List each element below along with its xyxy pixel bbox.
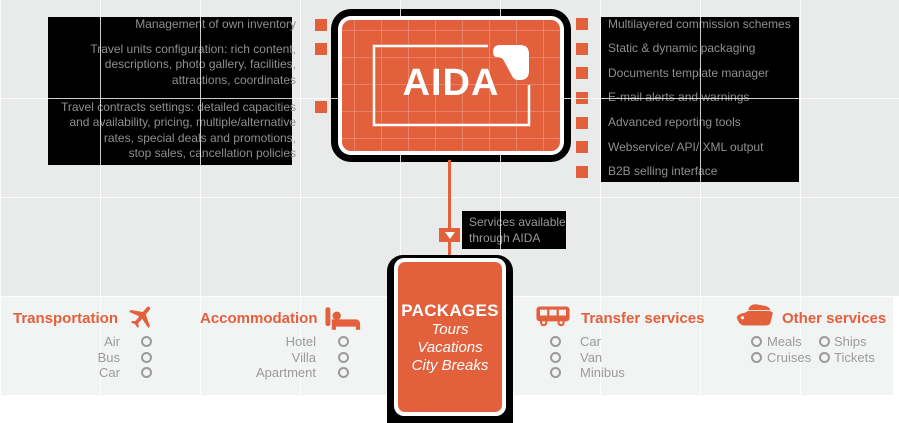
ring-bullet [141, 367, 152, 378]
ring-bullet [819, 336, 830, 347]
ring-bullet [550, 336, 561, 347]
list-item: Tickets [834, 349, 875, 365]
list-item: Villa [291, 349, 316, 365]
transportation-items: Air Bus Car [0, 334, 120, 381]
list-item: Hotel [285, 334, 316, 349]
list-item: Minibus [580, 365, 625, 381]
aida-logo-text: AIDA [402, 62, 500, 104]
ring-bullet [751, 352, 762, 363]
ring-bullet [550, 352, 561, 363]
list-item: Apartment [256, 365, 316, 381]
list-item: Cruises [767, 349, 812, 365]
other-services-col2: Ships Tickets [834, 334, 875, 365]
packages-item: Vacations [417, 339, 483, 356]
feature-line: descriptions, photo gallery, facilities, [104, 57, 296, 71]
feature-line: and availability, pricing, multiple/alte… [69, 115, 296, 129]
bus-icon [536, 303, 570, 328]
left-paragraph: Travel contracts settings: detailed capa… [20, 100, 296, 162]
feature-bullet [576, 141, 588, 153]
arrow-down-icon [439, 228, 460, 242]
feature-bullet [576, 18, 588, 30]
connector-line [448, 160, 451, 260]
connector-label: Services available through AIDA [462, 211, 566, 249]
feature-line: attractions, coordinates [171, 72, 296, 87]
feature-item: Multilayered commission schemes [608, 16, 791, 31]
list-item: Meals [767, 334, 802, 349]
list-item: Car [99, 365, 120, 381]
feature-line: stop sales, cancellation policies [128, 146, 296, 160]
right-features-list: Multilayered commission schemes Static &… [608, 12, 791, 184]
ring-bullet [819, 352, 830, 363]
transfer-services-items: Car Van Minibus [580, 334, 625, 381]
other-services-col1: Meals Cruises [767, 334, 811, 365]
feature-item: E-mail alerts and warnings [608, 90, 750, 105]
ship-icon [736, 302, 776, 330]
packages-box: PACKAGES Tours Vacations City Breaks [398, 262, 502, 412]
accommodation-items: Hotel Villa Apartment [196, 334, 316, 381]
bed-icon [325, 306, 361, 331]
feature-bullet [315, 43, 327, 55]
list-item: Air [104, 334, 120, 349]
ring-bullet [550, 367, 561, 378]
left-paragraph: Management of own inventory [20, 17, 296, 33]
feature-item: B2B selling interface [608, 164, 718, 179]
feature-line: Travel units configuration: rich content… [90, 41, 296, 56]
feature-line: rates, special deals and promotions, [103, 130, 296, 145]
list-item: Bus [97, 349, 120, 365]
feature-bullet [315, 19, 327, 31]
plane-icon [127, 302, 157, 332]
transportation-title: Transportation [12, 310, 118, 327]
packages-title: PACKAGES [401, 301, 499, 320]
ring-bullet [338, 352, 349, 363]
list-item: Car [580, 334, 601, 349]
transfer-services-title: Transfer services [581, 310, 705, 327]
ring-bullet [751, 336, 762, 347]
left-features-text: Management of own inventory Travel units… [20, 17, 296, 162]
feature-item: Static & dynamic packaging [608, 41, 756, 56]
feature-bullet [576, 43, 588, 55]
ring-bullet [141, 336, 152, 347]
feature-bullet [576, 117, 588, 129]
feature-item: Advanced reporting tools [608, 114, 741, 129]
packages-item: City Breaks [411, 357, 489, 374]
left-paragraph: Travel units configuration: rich content… [20, 42, 296, 89]
feature-bullet [315, 101, 327, 113]
feature-bullet [576, 166, 588, 178]
arrow-triangle [444, 231, 455, 239]
feature-bullet [576, 67, 588, 79]
connector-label-line: Services available [469, 215, 566, 229]
ring-bullet [141, 352, 152, 363]
feature-bullet [576, 92, 588, 104]
feature-line: Travel contracts settings: detailed capa… [60, 99, 296, 114]
ring-bullet [338, 336, 349, 347]
connector-label-line: through AIDA [469, 230, 541, 245]
feature-item: Documents template manager [608, 65, 769, 80]
packages-item: Tours [431, 321, 469, 338]
ring-bullet [338, 367, 349, 378]
feature-line: Management of own inventory [135, 17, 296, 31]
list-item: Ships [834, 334, 867, 349]
other-services-title: Other services [782, 310, 887, 327]
feature-item: Webservice/ API/ XML output [608, 139, 764, 154]
accommodation-title: Accommodation [200, 310, 318, 327]
list-item: Van [580, 349, 603, 365]
